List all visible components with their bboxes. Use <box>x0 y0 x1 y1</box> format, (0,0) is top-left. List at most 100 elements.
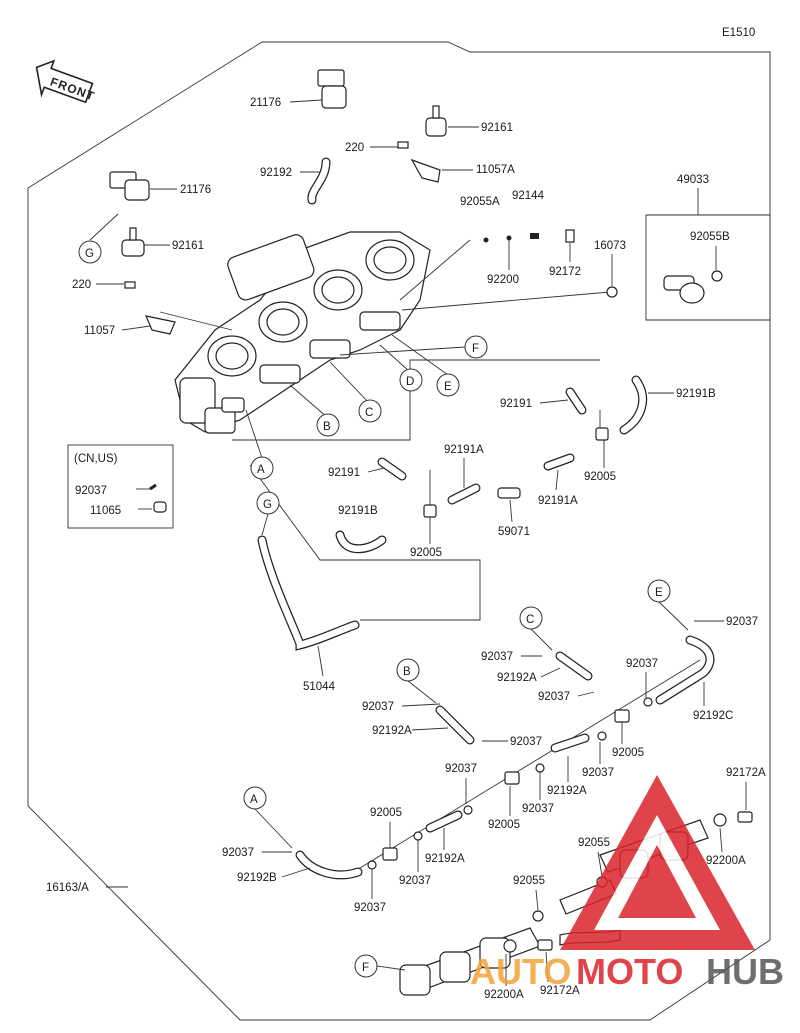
hose-outline-upper <box>232 359 600 441</box>
watermark-brand-hub: HUB <box>706 951 784 992</box>
part-label: 92055B <box>690 231 730 243</box>
hose-outline-lower <box>249 464 481 621</box>
callout-label: B <box>323 421 331 433</box>
callout-label: F <box>362 962 369 974</box>
injector-49033 <box>606 270 723 304</box>
small-parts-row <box>483 229 575 243</box>
variant-part-11065: 11065 <box>90 505 121 517</box>
part-label: 92161 <box>481 122 513 134</box>
lower-hose-network <box>295 635 715 880</box>
diagram-code: E1510 <box>722 27 755 39</box>
part-label: 92192A <box>372 725 412 737</box>
part-label: 92055 <box>513 875 545 887</box>
callout-label: G <box>85 248 94 260</box>
part-label: 92037 <box>222 847 254 859</box>
box-49033 <box>645 214 771 321</box>
part-label: 92037 <box>582 767 614 779</box>
part-label: 92191 <box>500 398 532 410</box>
callout-label: C <box>526 614 534 626</box>
part-label: 92192A <box>547 785 587 797</box>
throttle-body-assembly <box>174 231 431 434</box>
part-label: 92005 <box>612 747 644 759</box>
callout-F-top <box>464 335 488 359</box>
part-label: 92005 <box>370 807 402 819</box>
part-label: 220 <box>345 142 364 154</box>
part-label: 49033 <box>677 174 709 186</box>
part-label: 11057 <box>84 325 115 337</box>
callout-G-top <box>78 240 102 264</box>
part-label: 220 <box>72 279 91 291</box>
variant-box-title: (CN,US) <box>74 453 118 465</box>
part-label: 92055A <box>460 196 500 208</box>
sensor-21176-top <box>317 69 347 109</box>
assembly-outline <box>27 41 771 1021</box>
part-label: 92005 <box>410 547 442 559</box>
part-label: 16163/A <box>46 882 89 894</box>
sensor-21176-left <box>109 171 150 201</box>
bracket-11057A <box>397 141 441 183</box>
watermark: AUTO MOTO HUB <box>470 775 784 992</box>
sensor-92161-top <box>425 105 447 137</box>
watermark-triangle-core <box>618 845 696 918</box>
part-label: 92005 <box>584 471 616 483</box>
hose-set-middle <box>335 375 648 554</box>
part-label: 92144 <box>512 190 545 202</box>
part-label: 92037 <box>626 658 658 670</box>
part-label: 92037 <box>399 875 431 887</box>
part-label: 92192A <box>497 672 537 684</box>
part-label: 59071 <box>498 526 530 538</box>
callout-label: A <box>250 794 258 806</box>
part-label: 92192C <box>693 710 733 722</box>
variant-part-92037: 92037 <box>75 485 107 497</box>
part-label: 92161 <box>172 240 204 252</box>
part-label: 11057A <box>476 164 515 176</box>
callout-label: C <box>365 407 373 419</box>
part-label: 92037 <box>538 691 570 703</box>
front-arrow-icon: FRONT <box>35 59 97 103</box>
callout-label: E <box>655 587 663 599</box>
callouts: G B C D E F A G C E B A F <box>78 213 689 978</box>
part-label: 92037 <box>354 902 386 914</box>
part-labels: 21176 92192 92161 220 11057A 21176 92161… <box>46 97 766 1001</box>
leaders-throttle <box>159 239 611 459</box>
part-label: 92037 <box>510 736 542 748</box>
callout-label: B <box>403 666 411 678</box>
part-label: 92192 <box>260 167 292 179</box>
part-label: 92172A <box>726 767 766 779</box>
part-label: 92200A <box>484 989 524 1001</box>
callout-label: G <box>263 499 272 511</box>
callout-C-top <box>358 399 382 423</box>
callout-label: F <box>472 343 479 355</box>
part-label: 92172 <box>549 266 581 278</box>
variant-box <box>67 444 174 529</box>
bracket-11057 <box>124 281 176 335</box>
callout-D-top <box>399 368 423 392</box>
callout-A-top <box>250 456 274 480</box>
part-label: 92191A <box>444 444 484 456</box>
part-label: 92037 <box>362 701 394 713</box>
part-label: 92192A <box>425 853 465 865</box>
sensor-92161-left <box>121 227 145 257</box>
part-label: 92037 <box>522 803 554 815</box>
part-label: 92037 <box>445 763 477 775</box>
part-label: 92200A <box>706 855 746 867</box>
part-label: 21176 <box>250 97 281 109</box>
part-label: 92037 <box>726 616 758 628</box>
watermark-brand-moto: MOTO <box>576 951 683 992</box>
part-label: 92200 <box>487 274 519 286</box>
part-label: 92055 <box>578 837 610 849</box>
part-label: 16073 <box>594 240 626 252</box>
part-label: 21176 <box>180 184 211 196</box>
callout-label: D <box>406 376 414 388</box>
callout-label: E <box>444 381 452 393</box>
part-label: 92191 <box>328 467 360 479</box>
part-label: 92172A <box>540 985 580 997</box>
part-label: 92191B <box>676 388 716 400</box>
part-label: 51044 <box>303 681 336 693</box>
callout-E-top <box>436 373 460 397</box>
callout-B-top <box>316 413 340 437</box>
part-label: 92192B <box>237 872 277 884</box>
watermark-brand-auto: AUTO <box>470 951 571 992</box>
callout-label: A <box>257 464 265 476</box>
